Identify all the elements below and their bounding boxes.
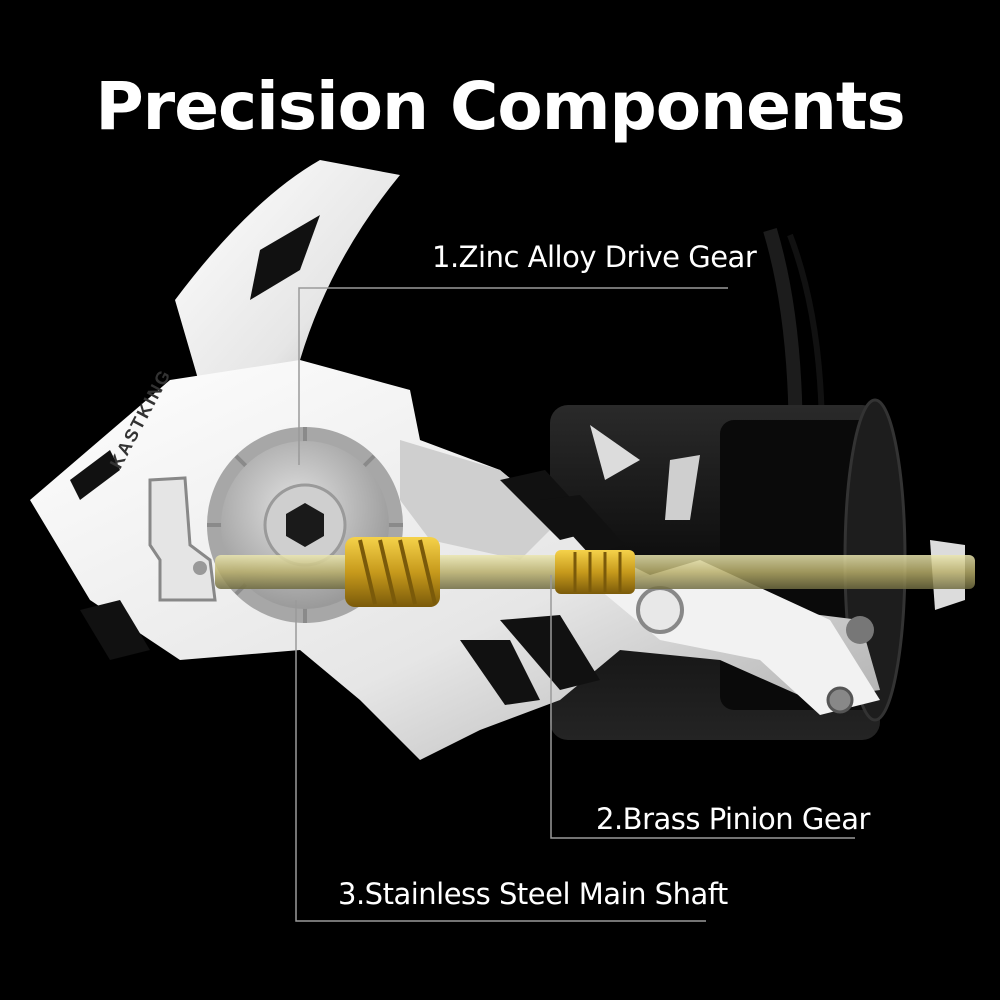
anti-reverse-lever [148,476,217,602]
pinion-gear [345,537,635,607]
callout-label-pinion-gear: 2.Brass Pinion Gear [596,802,870,836]
callout-label-main-shaft: 3.Stainless Steel Main Shaft [338,877,728,911]
callout-lines [295,287,855,922]
page-title: Precision Components [95,68,905,145]
callout-label-drive-gear: 1.Zinc Alloy Drive Gear [432,240,757,274]
